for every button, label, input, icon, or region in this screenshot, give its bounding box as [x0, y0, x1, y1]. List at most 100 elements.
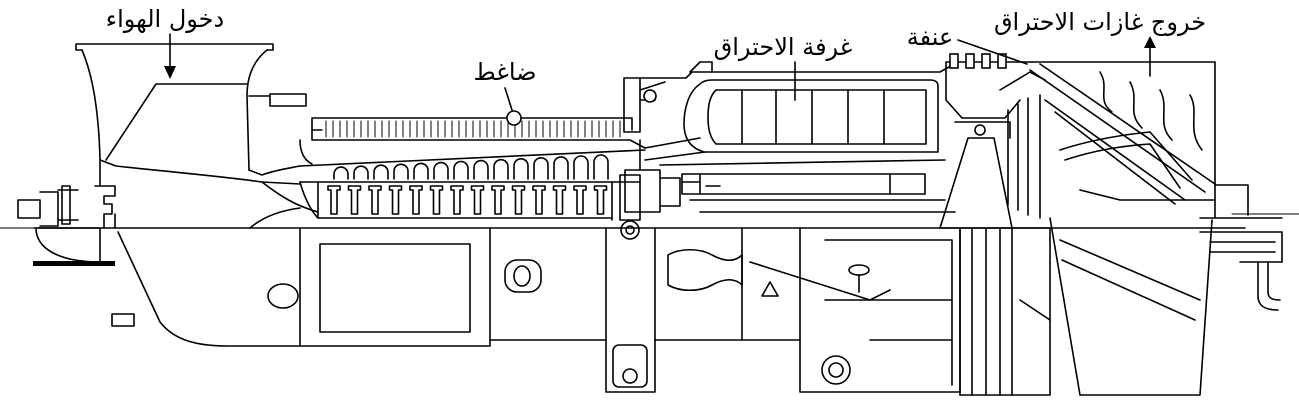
combustor-flange — [689, 61, 713, 73]
compressor-rotor — [299, 154, 641, 221]
air-inlet-arrow — [164, 33, 176, 79]
rotor-front-disk — [299, 181, 319, 219]
turbine-section — [939, 53, 1046, 229]
label-air-inlet: دخول الهواء — [106, 5, 224, 33]
air-inlet-bellmouth — [75, 43, 319, 229]
combustor-outer-casing — [683, 79, 939, 153]
exhaust-lower-frame — [959, 227, 1051, 396]
rotor-blade-upper — [473, 159, 489, 180]
compressor-pointer — [504, 87, 513, 111]
turbine-lower-strips — [959, 227, 1013, 396]
support-leg-foot — [612, 344, 648, 388]
label-compressor: ضاغط — [473, 58, 536, 86]
inlet-right-wall — [246, 49, 268, 171]
exhaust-box — [1031, 61, 1216, 219]
lower-strut — [749, 261, 891, 301]
inlet-inner-duct — [105, 83, 248, 161]
bleed-port — [506, 110, 522, 126]
warning-triangle — [761, 281, 779, 297]
rear-bearing-housing — [1199, 184, 1283, 311]
rear-support-pin-inner — [828, 362, 844, 378]
combustor-liner — [707, 89, 927, 145]
rotor-blade-upper — [353, 165, 369, 180]
turbine-transition — [999, 71, 1046, 91]
torque-tube — [681, 173, 926, 195]
exhaust-floor — [1079, 189, 1216, 201]
support-leg — [605, 227, 656, 393]
arrow-head — [164, 66, 176, 79]
turbine-disk — [939, 137, 1013, 229]
rotor-blade-upper — [433, 161, 449, 180]
exhaust-duct-wall — [1029, 69, 1206, 193]
rear-housing-ribs — [1209, 241, 1283, 263]
discharge-flange-2 — [659, 177, 681, 207]
oil-drain-pipe — [1257, 261, 1281, 311]
turbine-bolt — [965, 53, 975, 69]
inlet-foot — [111, 313, 135, 327]
rotor-blade-lower — [409, 185, 423, 215]
rotor-tip-line — [299, 149, 646, 167]
rotor-blade-upper — [573, 155, 589, 180]
labels: دخول الهواء ضاغط غرفة الاحتراق عنفة خروج… — [106, 5, 1206, 86]
rotor-upper-blades — [333, 154, 609, 180]
compressor-lower-panel — [319, 243, 471, 333]
rotor-blade-upper — [453, 160, 469, 180]
discharge-bolt — [643, 89, 657, 103]
inlet-left-wall — [81, 49, 101, 161]
turbine-shaft — [659, 159, 956, 213]
exhaust-duct-wall — [1039, 63, 1216, 185]
inlet-boss — [267, 283, 299, 309]
shaft-lower-lines — [689, 199, 956, 213]
rotor-blade-upper — [493, 158, 509, 180]
exhaust-inner-cone — [1059, 131, 1193, 181]
inlet-guide-vane-lower — [249, 207, 301, 229]
rotor-blade-lower — [573, 185, 587, 215]
lifting-lug-hole — [513, 265, 531, 287]
liner-segments — [741, 89, 885, 145]
rotor-blade-upper — [333, 166, 349, 180]
shaft-upper-line — [659, 159, 946, 166]
exhaust-diffuser — [1029, 61, 1216, 219]
inlet-shoulder — [248, 165, 301, 176]
exhaust-flow-line — [1129, 81, 1143, 129]
compressor-lower-casing — [299, 227, 491, 347]
rotor-blade-lower — [368, 185, 382, 215]
exhaust-inner-cone — [1064, 143, 1181, 189]
shaft-details — [681, 181, 721, 187]
rotor-blade-lower — [347, 185, 362, 215]
discharge-flange — [624, 169, 661, 213]
rear-support-pin — [821, 355, 851, 385]
exhaust-arrow — [1144, 36, 1156, 77]
lower-casing — [33, 217, 1246, 396]
rotor-blade-upper — [413, 162, 429, 180]
casing-front-curve — [299, 139, 313, 165]
label-turbine: عنفة — [907, 23, 954, 51]
rotor-blade-lower — [450, 185, 464, 215]
turbine-shroud — [954, 121, 1011, 139]
turbine-inner-casing — [945, 61, 1021, 119]
support-leg-pin — [622, 368, 638, 384]
discharge-column — [623, 77, 641, 133]
turbine-lower-casing — [799, 227, 961, 393]
rotor-blade-lower — [429, 185, 444, 215]
discharge-diffuser — [644, 137, 706, 161]
casing-band — [311, 117, 646, 149]
turbine-bolt — [949, 53, 959, 69]
rotor-blade-upper — [373, 164, 389, 180]
rotor-blade-lower — [511, 185, 526, 215]
rotor-blade-lower — [388, 185, 403, 215]
exhaust-lower-hood — [1049, 217, 1213, 396]
turbine-blades — [1007, 94, 1041, 219]
rotor-blade-lower — [327, 185, 341, 215]
bearing-bolt-lines — [57, 189, 79, 221]
rotor-blade-upper — [593, 154, 609, 180]
bearing-lower-housing — [35, 227, 101, 263]
compressor-casing — [248, 93, 646, 167]
bearing-flange — [39, 191, 59, 227]
label-exhaust: خروج غازات الاحتراق — [994, 8, 1206, 36]
combustor-top-casing — [639, 61, 959, 79]
arrow-head — [1144, 36, 1156, 48]
lower-inlet-casing — [117, 231, 301, 347]
rotor-blade-lower — [552, 185, 567, 215]
